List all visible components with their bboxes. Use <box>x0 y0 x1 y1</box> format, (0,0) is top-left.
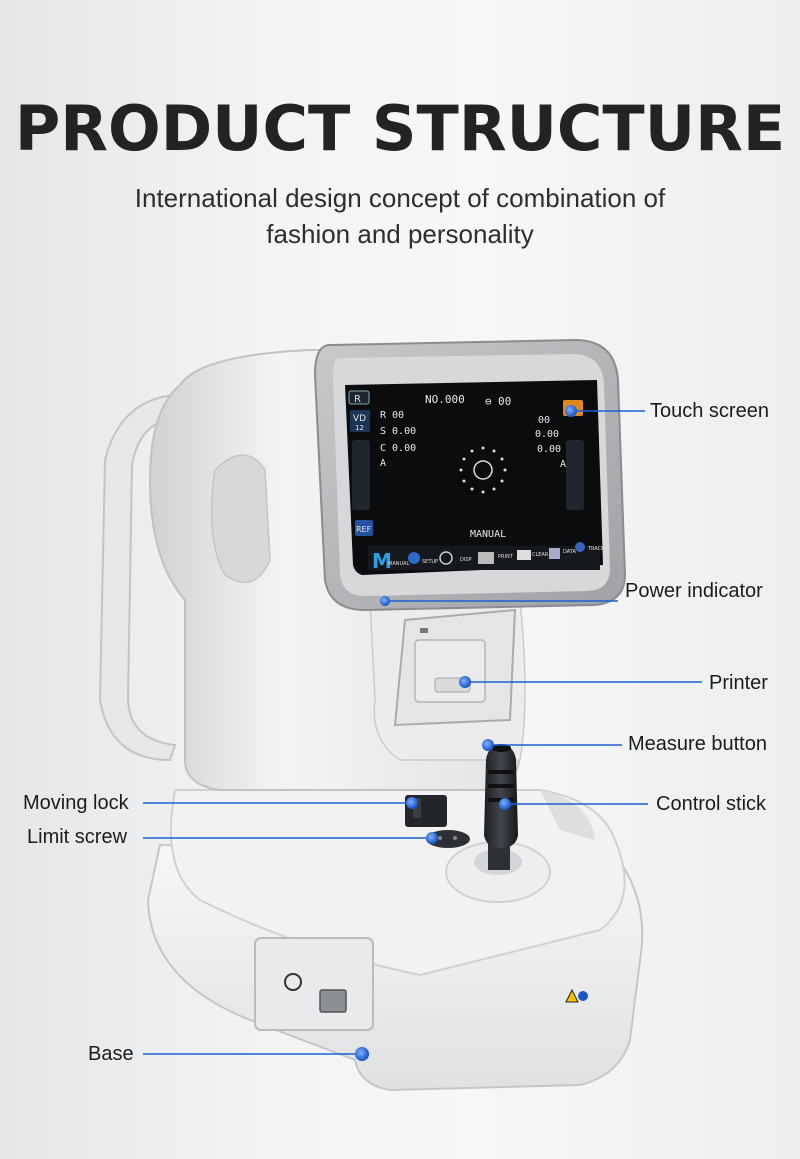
callout-limit-screw: Limit screw <box>27 826 128 848</box>
screen-tool-manual[interactable]: MANUAL <box>388 561 410 567</box>
screen-vd-value: 12 <box>355 424 364 432</box>
callout-power-indicator: Power indicator <box>625 580 763 602</box>
screen-vd-label: VD <box>353 414 366 424</box>
screen-counter: NO.000 <box>425 393 465 406</box>
screen-tool-setup[interactable]: SETUP <box>422 559 438 565</box>
callout-base: Base <box>88 1043 134 1065</box>
screen-tool-track[interactable]: TRACK <box>587 546 605 552</box>
screen-row-r: R 00 <box>380 410 404 421</box>
screen-tool-clear[interactable]: CLEAR <box>532 552 549 558</box>
screen-right-a: A <box>560 459 566 470</box>
screen-mode-label: MANUAL <box>470 529 506 540</box>
control-stick <box>484 745 518 848</box>
screen-toolbar: M MANUAL SETUP DISP PRINT CLEAR DATA TRA… <box>368 542 605 573</box>
limit-screw <box>426 830 470 848</box>
screen-right-c: 0.00 <box>537 444 561 455</box>
screen-row-c: C 0.00 <box>380 443 416 454</box>
svg-text:M: M <box>372 549 392 573</box>
screen-right-r: 00 <box>538 415 550 426</box>
callout-moving-lock: Moving lock <box>23 792 129 814</box>
screen-tool-data[interactable]: DATA <box>563 549 576 555</box>
screen-target-ring <box>459 446 507 494</box>
subtitle-line-1: International design concept of combinat… <box>134 183 666 213</box>
connector-panel <box>254 937 374 1031</box>
callout-dots <box>355 405 577 1061</box>
screen-row-s: S 0.00 <box>380 426 416 437</box>
measure-button <box>491 744 511 752</box>
screen-tool-print[interactable]: PRINT <box>498 554 514 560</box>
screen-ref-button[interactable]: REF <box>356 525 372 534</box>
touch-screen-display <box>345 380 603 575</box>
screen-tool-disp[interactable]: DISP <box>460 557 472 563</box>
callout-touch-screen: Touch screen <box>650 400 769 422</box>
page-subtitle: International design concept of combinat… <box>100 180 700 252</box>
callout-printer: Printer <box>709 672 768 694</box>
callout-control-stick: Control stick <box>656 793 767 815</box>
chin-rest-arm <box>98 393 180 762</box>
eye-port <box>210 454 271 583</box>
callout-measure-button: Measure button <box>628 733 767 755</box>
screen-r-button[interactable]: R <box>354 394 361 405</box>
screen-link-value: 00 <box>498 395 511 408</box>
subtitle-line-2: fashion and personality <box>266 219 534 249</box>
screen-row-a: A <box>380 458 386 469</box>
screen-link-icon: ⊖ <box>485 395 492 408</box>
screen-right-s: 0.00 <box>535 429 559 440</box>
printer-slot <box>414 639 486 703</box>
page-title: PRODUCT STRUCTURE <box>14 92 786 165</box>
